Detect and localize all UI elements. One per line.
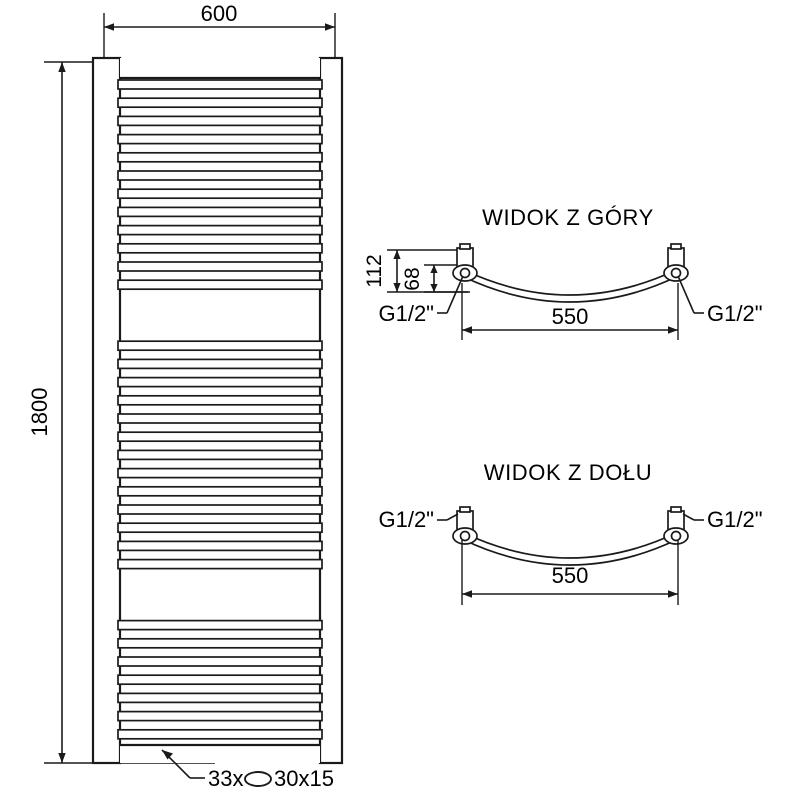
rung-bar	[117, 394, 323, 406]
top-550-dimension-line	[462, 326, 678, 334]
rung-bar	[117, 340, 323, 352]
bottom-view-title: WIDOK Z DOŁU	[484, 460, 653, 485]
rung-bar	[117, 449, 323, 461]
top-depth-inner-label: 68	[401, 267, 424, 290]
rung-bar	[117, 170, 323, 181]
rung-bar	[117, 522, 323, 534]
bottom-connection-left-label: G1/2"	[378, 507, 434, 532]
rung-bar	[117, 467, 323, 479]
left-side-rail	[91, 56, 122, 765]
bottom-view-left-leader	[437, 513, 459, 521]
rung-bars	[117, 79, 323, 740]
rung-bar	[117, 79, 323, 90]
right-side-rail	[318, 56, 344, 765]
top-depth112-dimension-line	[393, 250, 401, 292]
bottom-550-dimension-line	[462, 590, 678, 598]
front-height-label: 1800	[27, 388, 52, 437]
width-dimension-line	[104, 23, 335, 31]
oval-profile-icon	[244, 771, 272, 787]
rung-bar	[117, 413, 323, 424]
front-view-group	[44, 13, 344, 779]
bottom-center-distance-label: 550	[552, 563, 589, 588]
top-connection-left-label: G1/2"	[378, 301, 434, 326]
rung-bar	[117, 656, 323, 667]
rung-bar	[117, 115, 323, 127]
rung-bar	[117, 151, 323, 163]
top-view-left-valve	[452, 243, 478, 282]
rung-count-label: 33x	[208, 766, 243, 791]
bottom-view-right-valve	[663, 506, 689, 545]
rung-note-leader	[161, 749, 205, 779]
rung-bar	[117, 540, 323, 552]
top-center-distance-label: 550	[552, 304, 589, 329]
height-dimension-line	[58, 62, 66, 763]
rung-bar	[117, 279, 323, 291]
rung-bar	[117, 692, 323, 704]
front-width-label: 600	[201, 1, 238, 26]
rung-bar	[117, 558, 323, 570]
top-depth-total-label: 112	[363, 254, 386, 287]
top-view-right-valve	[663, 243, 689, 282]
rung-bar	[117, 504, 323, 515]
top-view-right-leader	[677, 275, 704, 314]
rung-bar	[117, 431, 323, 443]
rung-bar	[117, 206, 323, 218]
rung-profile-label: 30x15	[274, 766, 334, 791]
bottom-view-left-valve	[452, 506, 478, 545]
rung-bar	[117, 619, 323, 631]
rung-bar	[117, 485, 323, 497]
rung-bar	[117, 728, 323, 740]
bottom-view-group	[437, 506, 704, 605]
top-view-left-leader	[437, 275, 464, 314]
top-depth68-dimension-line	[430, 265, 438, 292]
rung-bar	[117, 188, 323, 200]
rung-bar	[117, 133, 323, 145]
bottom-connection-right-label: G1/2"	[707, 507, 763, 532]
rail-top-caps	[120, 58, 320, 80]
rung-bar	[117, 674, 323, 686]
rung-bar	[117, 224, 323, 236]
rung-bar	[117, 358, 323, 370]
rung-bar	[117, 242, 323, 254]
rung-bar	[117, 261, 323, 272]
top-connection-right-label: G1/2"	[707, 301, 763, 326]
bottom-view-curved-tube	[463, 532, 677, 566]
rail-bottom-caps	[120, 743, 320, 763]
rung-bar	[117, 97, 323, 109]
top-view-title: WIDOK Z GÓRY	[482, 205, 654, 230]
rung-bar	[117, 376, 323, 388]
rung-bar	[117, 637, 323, 649]
rung-bar	[117, 710, 323, 722]
top-view-curved-tube	[463, 269, 677, 303]
top-view-group	[387, 243, 704, 340]
bottom-view-right-leader	[682, 513, 704, 521]
